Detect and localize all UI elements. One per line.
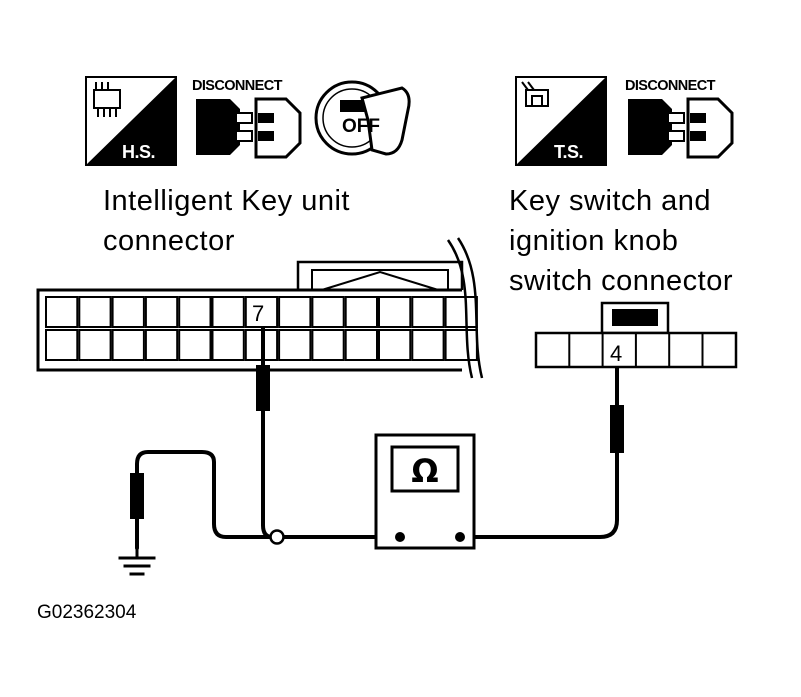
meter-terminal-left: [395, 532, 405, 542]
connector-pin-cell: [78, 329, 112, 361]
probe-right: [610, 405, 624, 453]
ohmmeter: Ω: [374, 433, 476, 550]
connector-pin-cell: [78, 296, 112, 328]
connector-pin-cell: [411, 296, 445, 328]
connector-pin-cell: [178, 296, 212, 328]
left-connector-label-line1: Intelligent Key unit: [103, 185, 350, 217]
junction-point: [269, 529, 285, 545]
connector-pin-cell: [144, 329, 179, 361]
right-connector-label-line1: Key switch and: [509, 185, 711, 217]
connector-pin-cell: [111, 296, 145, 328]
connector-pin-cell: [111, 329, 145, 361]
connector-pin-cell: [311, 296, 345, 328]
connector-pin-cell: [378, 296, 412, 328]
figure-id: G02362304: [37, 602, 137, 623]
right-connector-label-line2: ignition knob: [509, 225, 678, 257]
left-connector-label-line2: connector: [103, 225, 235, 257]
connector-pin-cell: [444, 296, 478, 328]
connector-pin-cell: [344, 329, 379, 361]
probe-ground: [130, 473, 144, 519]
connector-pin-cell: [45, 296, 79, 328]
meter-terminal-right: [455, 532, 465, 542]
key-switch-connector: 4: [534, 301, 738, 369]
connector-pin-cell: [144, 296, 179, 328]
intelligent-key-connector: 7: [36, 237, 484, 379]
ignition-off-icon: OFF: [314, 80, 411, 156]
harness-side-tag: H.S.: [122, 142, 155, 162]
disconnect-icon: DISCONNECT: [192, 78, 302, 159]
pin-4-label: 4: [610, 341, 622, 366]
connector-pin-cell: [45, 329, 79, 361]
key-switch-pin-grid: [568, 333, 704, 367]
connector-pin-cell: [211, 296, 245, 328]
ignition-off-label: OFF: [342, 116, 380, 137]
connector-pin-cell: [278, 329, 312, 361]
disconnect-icon-right: DISCONNECT: [625, 78, 734, 159]
ground-icon: [118, 546, 156, 576]
connector-pin-cell: [311, 329, 345, 361]
harness-side-icon: H.S.: [85, 76, 177, 166]
ohm-symbol: Ω: [411, 452, 438, 490]
connector-pin-cell: [344, 296, 379, 328]
connector-pin-cell: [211, 329, 245, 361]
terminal-side-tag: T.S.: [554, 142, 583, 162]
connector-pin-cell: [378, 329, 412, 361]
connector-pin-cell: [278, 296, 312, 328]
disconnect-label-right: DISCONNECT: [625, 78, 716, 94]
connector-pin-cell: [411, 329, 445, 361]
pin-7-label: 7: [252, 301, 264, 326]
connector-pin-cell: [244, 296, 279, 328]
right-connector-label-line3: switch connector: [509, 265, 733, 297]
intelligent-key-pin-grid: [45, 296, 478, 361]
terminal-side-icon: T.S.: [515, 76, 607, 166]
connector-pin-cell: [178, 329, 212, 361]
connector-pin-cell: [444, 329, 478, 361]
disconnect-label: DISCONNECT: [192, 78, 283, 94]
probe-left: [256, 365, 270, 411]
